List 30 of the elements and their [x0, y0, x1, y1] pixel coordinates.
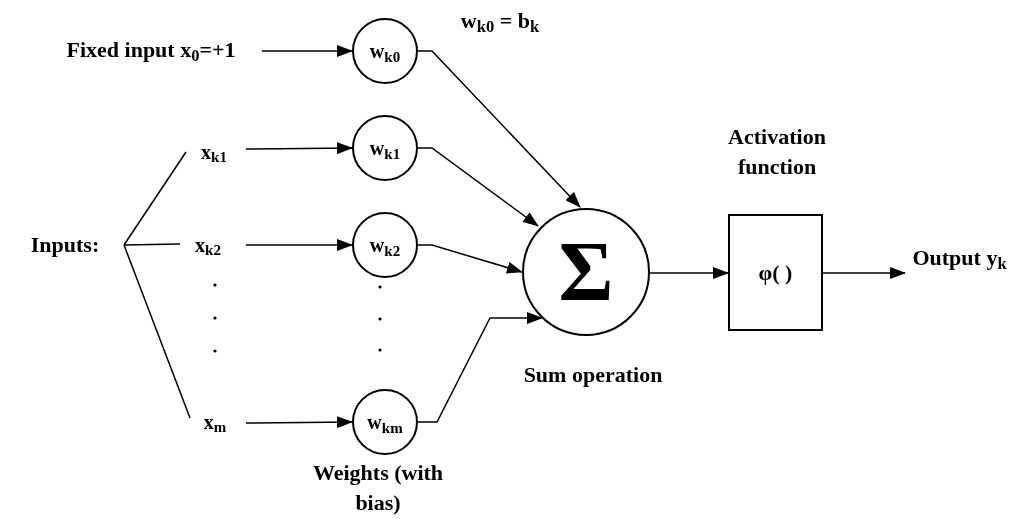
- arrow: [245, 416, 353, 429]
- input-symbol: x$_{k1}$: [186, 134, 242, 170]
- arrow: [417, 147, 539, 227]
- connector-line: [123, 244, 191, 419]
- node-label: w$_{km}$: [367, 412, 403, 432]
- caption-text: Activation function: [727, 123, 827, 181]
- connector-line: [123, 243, 181, 246]
- node-label: w$_{k0}$: [369, 41, 401, 61]
- arrow: [261, 45, 353, 57]
- caption-text: Sum operation: [522, 361, 664, 389]
- arrow: [417, 50, 581, 208]
- node-label: w$_{k1}$: [369, 138, 401, 158]
- arrow: [417, 244, 523, 274]
- input-label: Inputs:: [6, 228, 124, 262]
- arrow: [245, 239, 353, 251]
- arrow: [822, 267, 906, 279]
- arrow: [417, 312, 543, 423]
- output-label: Output y$_{k}$: [905, 228, 1014, 288]
- caption-text: Weights (with bias): [311, 459, 445, 517]
- input-label: Fixed input x$_{0}$=+1: [40, 32, 262, 68]
- caption-text: w$_{k0}$ = b$_{k}$: [459, 7, 541, 36]
- connector-line: [123, 151, 187, 246]
- activation-box: [728, 214, 823, 331]
- node-label: w$_{k2}$: [369, 235, 401, 255]
- input-symbol: x$_{k2}$: [180, 227, 236, 263]
- arrow: [245, 142, 353, 155]
- input-symbol: x$_{m}$: [190, 404, 240, 440]
- node-label: φ( ): [758, 261, 793, 284]
- arrow: [649, 267, 729, 279]
- node-label: Σ: [558, 230, 614, 314]
